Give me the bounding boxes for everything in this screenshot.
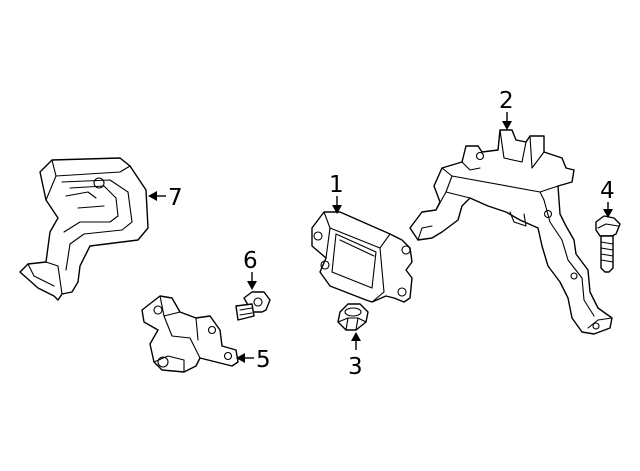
callout-2: 2 — [499, 88, 514, 114]
callout-4: 4 — [600, 178, 615, 204]
callout-7: 7 — [168, 185, 183, 211]
callout-5: 5 — [256, 347, 271, 373]
part-5-bracket — [141, 295, 239, 373]
callout-leaders — [148, 112, 613, 363]
part-3-nut — [337, 303, 369, 331]
part-6-clip — [235, 291, 271, 321]
part-7-bracket — [19, 157, 149, 301]
callout-6: 6 — [243, 248, 258, 274]
callout-3: 3 — [348, 354, 363, 380]
part-4-bolt — [595, 215, 621, 273]
part-2-support-bracket — [409, 129, 613, 335]
part-1-module — [311, 211, 413, 303]
callout-1: 1 — [329, 172, 344, 198]
